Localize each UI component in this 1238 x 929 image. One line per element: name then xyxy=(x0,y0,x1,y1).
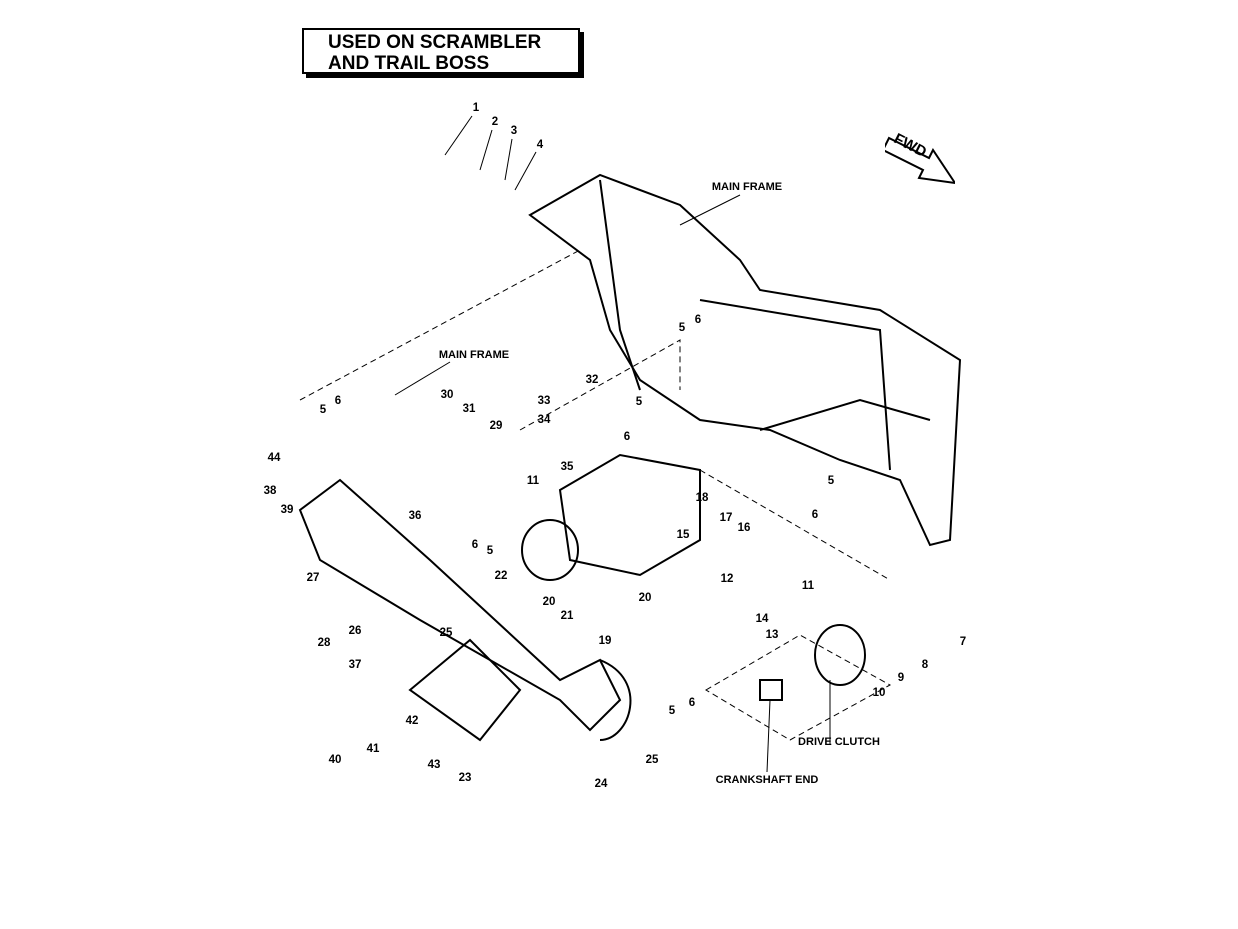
title-line-2: AND TRAIL BOSS xyxy=(328,53,490,74)
part-number-callout: 25 xyxy=(439,627,453,639)
part-number-callout: 5 xyxy=(827,475,835,487)
part-number-callout: 5 xyxy=(678,322,686,334)
part-number-callout: 16 xyxy=(737,522,751,534)
part-number-callout: 32 xyxy=(585,374,599,386)
part-number-callout: 8 xyxy=(921,659,929,671)
part-number-callout: 25 xyxy=(645,754,659,766)
part-number-callout: 36 xyxy=(408,510,422,522)
part-number-callout: 6 xyxy=(471,539,479,551)
part-number-callout: 24 xyxy=(594,778,608,790)
part-number-callout: 5 xyxy=(319,404,327,416)
part-number-callout: 3 xyxy=(510,125,518,137)
part-number-callout: 6 xyxy=(811,509,819,521)
part-number-callout: 12 xyxy=(720,573,734,585)
part-number-callout: 11 xyxy=(801,580,815,592)
component-label: MAIN FRAME xyxy=(711,181,783,193)
part-number-callout: 7 xyxy=(959,636,967,648)
part-number-callout: 18 xyxy=(695,492,709,504)
component-label: DRIVE CLUTCH xyxy=(798,736,880,748)
part-number-callout: 15 xyxy=(676,529,690,541)
part-number-callout: 41 xyxy=(366,743,380,755)
part-number-callout: 6 xyxy=(623,431,631,443)
part-number-callout: 5 xyxy=(635,396,643,408)
part-number-callout: 43 xyxy=(427,759,441,771)
component-label: CRANKSHAFT END xyxy=(715,774,819,786)
part-number-callout: 21 xyxy=(560,610,574,622)
part-number-callout: 39 xyxy=(280,504,294,516)
forward-arrow-icon xyxy=(885,136,955,185)
part-number-callout: 42 xyxy=(405,715,419,727)
part-number-callout: 30 xyxy=(440,389,454,401)
part-number-callout: 29 xyxy=(489,420,503,432)
part-number-callout: 4 xyxy=(536,139,544,151)
part-number-callout: 23 xyxy=(458,772,472,784)
part-number-callout: 40 xyxy=(328,754,342,766)
part-number-callout: 44 xyxy=(267,452,281,464)
part-number-callout: 6 xyxy=(688,697,696,709)
part-number-callout: 38 xyxy=(263,485,277,497)
part-number-callout: 17 xyxy=(719,512,733,524)
part-number-callout: 5 xyxy=(486,545,494,557)
part-number-callout: 14 xyxy=(755,613,769,625)
part-number-callout: 26 xyxy=(348,625,362,637)
part-number-callout: 27 xyxy=(306,572,320,584)
part-number-callout: 33 xyxy=(537,395,551,407)
part-number-callout: 20 xyxy=(638,592,652,604)
part-number-callout: 9 xyxy=(897,672,905,684)
part-number-callout: 22 xyxy=(494,570,508,582)
component-label: MAIN FRAME xyxy=(438,349,510,361)
part-number-callout: 13 xyxy=(765,629,779,641)
part-number-callout: 37 xyxy=(348,659,362,671)
part-number-callout: 19 xyxy=(598,635,612,647)
part-number-callout: 31 xyxy=(462,403,476,415)
part-number-callout: 34 xyxy=(537,414,551,426)
part-number-callout: 5 xyxy=(668,705,676,717)
applicability-note: USED ON SCRAMBLER AND TRAIL BOSS xyxy=(302,28,580,74)
part-number-callout: 11 xyxy=(526,475,540,487)
part-number-callout: 35 xyxy=(560,461,574,473)
title-line-1: USED ON SCRAMBLER xyxy=(328,32,542,53)
part-number-callout: 20 xyxy=(542,596,556,608)
part-number-callout: 6 xyxy=(334,395,342,407)
part-number-callout: 1 xyxy=(472,102,480,114)
part-number-callout: 28 xyxy=(317,637,331,649)
part-number-callout: 2 xyxy=(491,116,499,128)
part-number-callout: 6 xyxy=(694,314,702,326)
part-number-callout: 10 xyxy=(872,687,886,699)
